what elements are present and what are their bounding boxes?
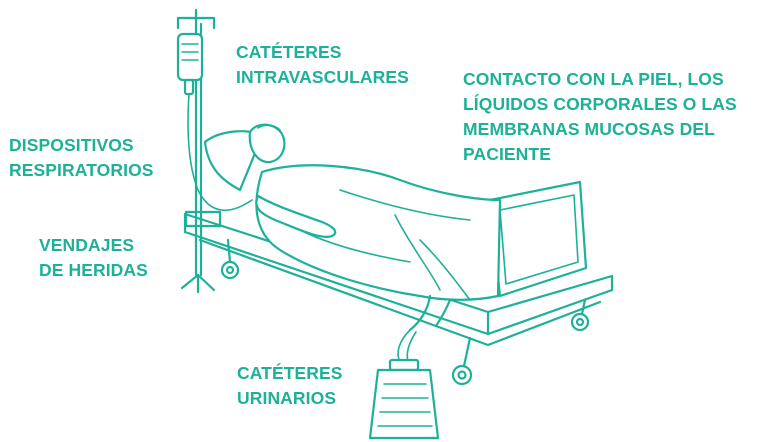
urine-bag-icon xyxy=(368,329,440,440)
label-cateteres-urinarios: CATÉTERES URINARIOS xyxy=(237,363,343,408)
label-dispositivos-respiratorios: DISPOSITIVOS RESPIRATORIOS xyxy=(9,135,154,180)
label-contacto-piel: CONTACTO CON LA PIEL, LOS LÍQUIDOS CORPO… xyxy=(463,69,737,164)
label-cateteres-intravasculares: CATÉTERES INTRAVASCULARES xyxy=(236,42,409,87)
patient-bed-icon xyxy=(183,123,614,386)
iv-stand-icon xyxy=(176,8,253,294)
label-vendajes-heridas: VENDAJES DE HERIDAS xyxy=(39,235,148,280)
